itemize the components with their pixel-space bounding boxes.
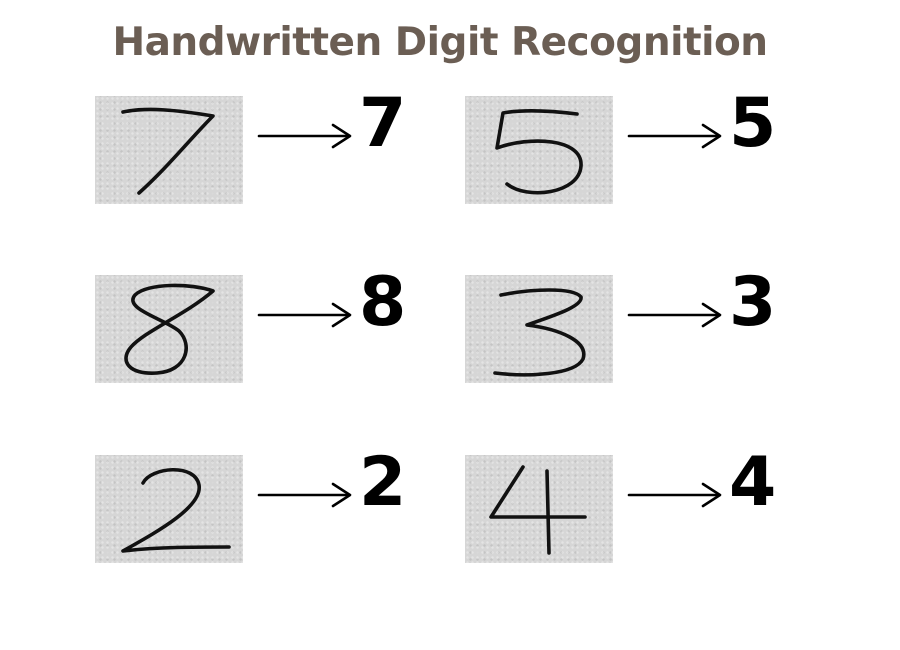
right-arrow-icon xyxy=(257,482,352,508)
recognized-digit: 8 xyxy=(359,263,407,342)
handwritten-digit-image xyxy=(465,96,613,204)
recognized-digit: 3 xyxy=(729,263,777,342)
right-arrow-icon xyxy=(627,482,722,508)
right-arrow-icon xyxy=(257,123,352,149)
handwritten-seven xyxy=(121,107,215,195)
handwritten-two xyxy=(121,467,231,553)
page-title: Handwritten Digit Recognition xyxy=(112,20,768,65)
handwritten-digit-image xyxy=(95,455,243,563)
recognized-digit: 5 xyxy=(729,84,777,163)
handwritten-digit-image xyxy=(465,455,613,563)
handwritten-four xyxy=(489,465,587,555)
digit-pair-5: 5 xyxy=(465,84,845,206)
handwritten-digit-image xyxy=(95,275,243,383)
right-arrow-icon xyxy=(257,302,352,328)
right-arrow-icon xyxy=(627,123,722,149)
recognized-digit: 4 xyxy=(729,443,777,522)
recognized-digit: 2 xyxy=(359,443,407,522)
right-arrow-icon xyxy=(627,302,722,328)
digit-pair-8: 8 xyxy=(95,263,475,385)
digit-pair-3: 3 xyxy=(465,263,845,385)
digit-pair-2: 2 xyxy=(95,443,475,565)
digit-pair-4: 4 xyxy=(465,443,845,565)
digit-pair-7: 7 xyxy=(95,84,475,206)
handwritten-five xyxy=(495,108,583,195)
recognized-digit: 7 xyxy=(359,84,407,163)
handwritten-digit-image xyxy=(95,96,243,204)
handwritten-three xyxy=(493,288,586,377)
handwritten-eight xyxy=(124,283,215,375)
handwritten-digit-image xyxy=(465,275,613,383)
